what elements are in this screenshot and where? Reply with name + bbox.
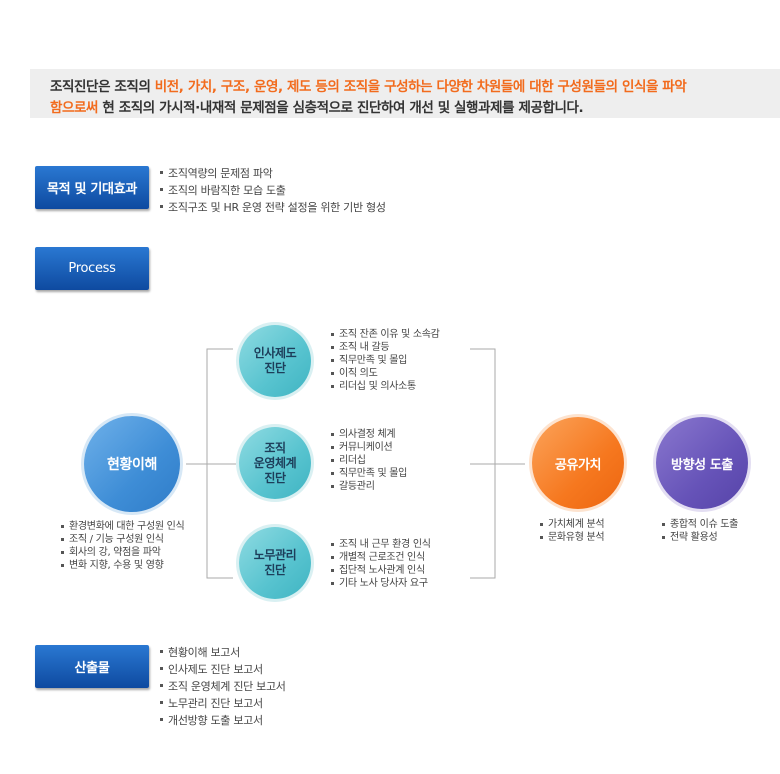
list-item: 조직 잔존 이유 및 소속감 [330,328,440,341]
node-label: 방향성 도출 [671,457,733,473]
list-item: 조직구조 및 HR 운영 전략 설정을 위한 기반 형성 [159,199,386,216]
list-item: 전략 활용성 [661,531,738,544]
node-label: 현황이해 [107,457,157,473]
hr-system-list: 조직 잔존 이유 및 소속감 조직 내 갈등 직무만족 및 몰입 이직 의도 리… [330,328,440,393]
list-item: 갈등관리 [330,480,407,493]
list-item: 조직역량의 문제점 파악 [159,165,386,182]
list-item: 회사의 강, 약점을 파악 [60,546,184,559]
list-item: 변화 지향, 수용 및 영향 [60,559,184,572]
list-item: 인사제도 진단 보고서 [159,661,286,678]
list-item: 의사결정 체계 [330,428,407,441]
purpose-label: 목적 및 기대효과 [35,166,149,209]
intro-banner: 조직진단은 조직의 비전, 가치, 구조, 운영, 제도 등의 조직을 구성하는… [30,69,780,118]
list-item: 리더십 [330,454,407,467]
list-item: 집단적 노사관계 인식 [330,564,431,577]
list-item: 조직 내 근무 환경 인식 [330,538,431,551]
shared-value-node: 공유가치 [532,417,624,509]
list-item: 조직의 바람직한 모습 도출 [159,182,386,199]
list-item: 직무만족 및 몰입 [330,467,407,480]
list-item: 종합적 이슈 도출 [661,518,738,531]
intro-highlight-1: 비전, 가치, 구조, 운영, 제도 등의 조직을 구성하는 다양한 차원들에 … [154,79,687,95]
shared-value-list: 가치체계 분석 문화유형 분석 [539,518,605,544]
list-item: 가치체계 분석 [539,518,605,531]
org-operation-list: 의사결정 체계 커뮤니케이션 리더십 직무만족 및 몰입 갈등관리 [330,428,407,493]
process-label: Process [35,247,149,290]
intro-text-2: 현 조직의 가시적·내재적 문제점을 심층적으로 진단하여 개선 및 실행과제를… [98,100,584,116]
list-item: 이직 의도 [330,367,440,380]
output-list: 현황이해 보고서 인사제도 진단 보고서 조직 운영체계 진단 보고서 노무관리… [159,644,286,729]
intro-highlight-2: 함으로써 [50,100,99,116]
list-item: 커뮤니케이션 [330,441,407,454]
node-label: 공유가치 [554,457,602,473]
intro-text-1: 조직진단은 조직의 [50,79,155,95]
list-item: 환경변화에 대한 구성원 인식 [60,520,185,533]
list-item: 개별적 근로조건 인식 [330,551,431,564]
list-item: 개선방향 도출 보고서 [159,712,286,729]
list-item: 노무관리 진단 보고서 [159,695,286,712]
list-item: 리더십 및 의사소통 [330,380,440,393]
direction-list: 종합적 이슈 도출 전략 활용성 [661,518,738,544]
list-item: 조직 운영체계 진단 보고서 [159,678,286,695]
list-item: 직무만족 및 몰입 [330,354,440,367]
list-item: 현황이해 보고서 [159,644,286,661]
direction-node: 방향성 도출 [656,417,748,509]
list-item: 문화유형 분석 [539,531,605,544]
list-item: 조직 내 갈등 [330,341,440,354]
list-item: 기타 노사 당사자 요구 [330,577,431,590]
purpose-list: 조직역량의 문제점 파악 조직의 바람직한 모습 도출 조직구조 및 HR 운영… [159,165,386,216]
current-understanding-node: 현황이해 [84,416,180,512]
output-label: 산출물 [35,645,149,688]
current-list: 환경변화에 대한 구성원 인식 조직 / 기능 구성원 인식 회사의 강, 약점… [60,520,185,572]
list-item: 조직 / 기능 구성원 인식 [60,533,184,546]
labor-management-list: 조직 내 근무 환경 인식 개별적 근로조건 인식 집단적 노사관계 인식 기타… [330,538,431,590]
